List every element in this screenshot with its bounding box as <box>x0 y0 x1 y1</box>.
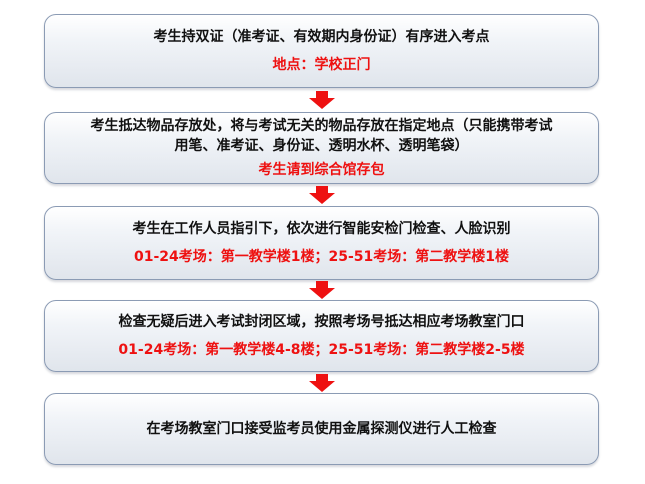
step-5-text: 在考场教室门口接受监考员使用金属探测仪进行人工检查 <box>146 421 497 437</box>
step-1-location: 地点：学校正门 <box>272 57 371 73</box>
arrow-down-icon <box>309 91 335 109</box>
step-4-text: 检查无疑后进入考试封闭区域，按照考场号抵达相应考场教室门口 <box>118 314 525 330</box>
step-2-text-line-1: 考生抵达物品存放处，将与考试无关的物品存放在指定地点（只能携带考试 <box>90 118 553 134</box>
step-1-text: 考生持双证（准考证、有效期内身份证）有序进入考点 <box>153 29 490 45</box>
step-2-text-line-2: 用笔、准考证、身份证、透明水杯、透明笔袋） <box>174 138 469 154</box>
step-3-location: 01-24考场：第一教学楼1楼；25-51考场：第二教学楼1楼 <box>133 249 510 265</box>
step-3-text: 考生在工作人员指引下，依次进行智能安检门检查、人脸识别 <box>132 221 511 237</box>
step-3-box: 考生在工作人员指引下，依次进行智能安检门检查、人脸识别 01-24考场：第一教学… <box>44 206 599 280</box>
step-2-location: 考生请到综合馆存包 <box>258 162 385 178</box>
step-2-box: 考生抵达物品存放处，将与考试无关的物品存放在指定地点（只能携带考试 用笔、准考证… <box>44 112 599 184</box>
step-5-box: 在考场教室门口接受监考员使用金属探测仪进行人工检查 <box>44 393 599 465</box>
step-4-location: 01-24考场：第一教学楼4-8楼；25-51考场：第二教学楼2-5楼 <box>118 342 525 358</box>
step-4-box: 检查无疑后进入考试封闭区域，按照考场号抵达相应考场教室门口 01-24考场：第一… <box>44 300 599 372</box>
arrow-down-icon <box>309 374 335 392</box>
arrow-down-icon <box>309 186 335 204</box>
step-1-box: 考生持双证（准考证、有效期内身份证）有序进入考点 地点：学校正门 <box>44 14 599 88</box>
arrow-down-icon <box>309 281 335 299</box>
